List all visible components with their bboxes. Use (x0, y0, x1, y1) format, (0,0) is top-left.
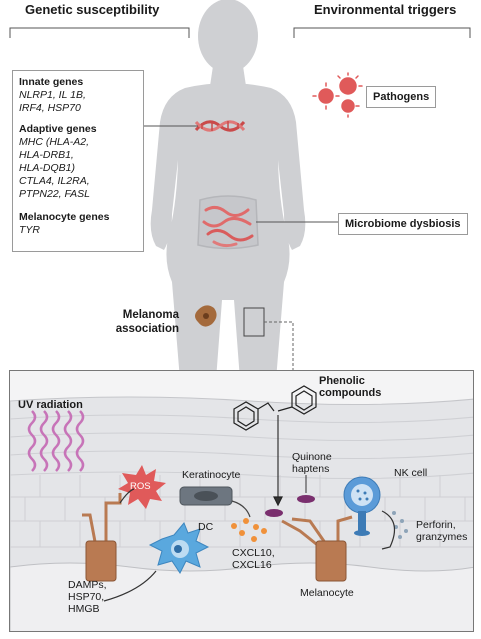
adaptive-genes-line: MHC (HLA-A2, (19, 136, 90, 148)
gene-list-panel: Innate genes NLRP1, IL 1B, IRF4, HSP70 A… (12, 70, 144, 252)
adaptive-genes-title: Adaptive genes (19, 123, 97, 135)
nk-cell-icon (343, 476, 381, 536)
uv-radiation-label: UV radiation (18, 399, 83, 411)
keratinocyte-label: Keratinocyte (182, 469, 241, 481)
connector-lines (144, 125, 338, 223)
melanocyte-left-icon (82, 493, 122, 548)
phenolic-label-line2: compounds (319, 387, 382, 399)
melanocyte-genes-title: Melanocyte genes (19, 211, 110, 223)
nk-cell-label: NK cell (394, 467, 428, 479)
genetic-susceptibility-header: Genetic susceptibility (25, 2, 160, 17)
adaptive-genes-line: HLA-DRB1, (19, 149, 74, 161)
melanocyte-right-icon (281, 515, 353, 549)
damps-arrow (103, 570, 157, 602)
quinone-hapten-icon (265, 495, 315, 517)
phenolic-compounds-label: Phenolic compounds (319, 375, 381, 399)
innate-genes-line: NLRP1, IL 1B, (19, 89, 86, 101)
skin-illustration (10, 385, 473, 631)
skin-panel: UV radiation Phenolic compounds ROS Kera… (9, 370, 474, 632)
perforin-label-line2: granzymes (416, 531, 468, 543)
chemokine-dots-icon (231, 518, 267, 542)
quinone-label-line2: haptens (292, 463, 330, 475)
melanocyte-right-body (315, 540, 347, 582)
innate-genes-title: Innate genes (19, 76, 84, 88)
adaptive-genes-line: CTLA4, IL2RA, (19, 175, 90, 187)
environmental-triggers-header: Environmental triggers (314, 2, 457, 17)
ros-burst-icon (118, 465, 166, 509)
keratinocyte-icon (179, 486, 233, 506)
perforin-label-line1: Perforin, (416, 519, 456, 531)
keratinocyte-arrow (231, 500, 251, 518)
adaptive-genes-line: PTPN22, FASL (19, 188, 90, 200)
adaptive-genes-line: HLA-DQB1) (19, 162, 76, 174)
melanoma-lesion-icon (195, 305, 217, 327)
cxcl-label-line2: CXCL16 (232, 559, 272, 571)
microbiome-dysbiosis-label: Microbiome dysbiosis (338, 213, 468, 235)
pathogens-label: Pathogens (366, 86, 437, 108)
quinone-haptens-label: Quinone haptens (292, 451, 332, 475)
cxcl-label-line1: CXCL10, (232, 547, 275, 559)
perforin-dots-icon (392, 511, 408, 539)
melanocyte-genes-line: TYR (19, 224, 40, 236)
dendritic-cell-icon (148, 522, 210, 574)
melanocyte-left-body (85, 540, 117, 582)
dna-helix-icon (194, 120, 246, 132)
damps-label-line3: HMGB (68, 603, 100, 615)
human-silhouette (150, 0, 306, 380)
melanocyte-label: Melanocyte (300, 587, 354, 599)
uv-radiation-icon (27, 410, 85, 472)
pathogen-virus-icon (312, 72, 363, 118)
cxcl-label: CXCL10, CXCL16 (232, 547, 275, 571)
ros-label: ROS (130, 481, 151, 492)
melanoma-association-label: Melanoma association (97, 308, 179, 336)
perforin-granzymes-label: Perforin, granzymes (416, 519, 467, 543)
dc-label: DC (198, 521, 214, 533)
melanoma-label-line1: Melanoma (122, 309, 179, 321)
phenolic-label-line1: Phenolic (319, 375, 365, 387)
melanoma-label-line2: association (115, 323, 179, 335)
phenolic-compound-structure (233, 385, 317, 507)
damps-label-line1: DAMPs, (68, 579, 107, 591)
quinone-label-line1: Quinone (292, 451, 332, 463)
innate-genes-line: IRF4, HSP70 (19, 102, 81, 114)
intestine-icon (197, 195, 259, 250)
damps-label-line2: HSP70, (68, 591, 105, 603)
header-brackets (9, 27, 471, 38)
damps-label: DAMPs, HSP70, HMGB (68, 579, 107, 615)
